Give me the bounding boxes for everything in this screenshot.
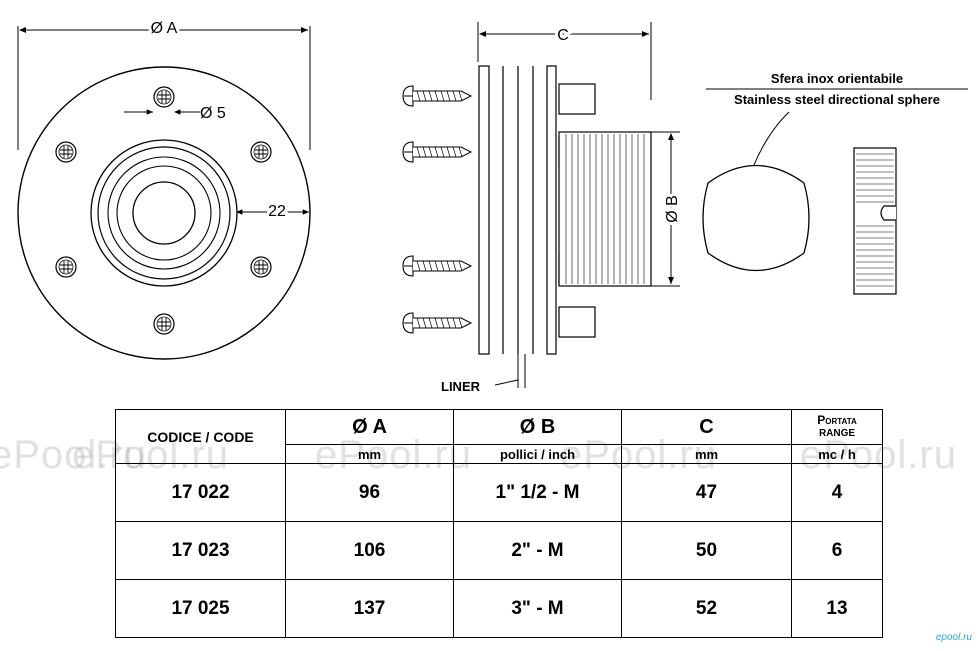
cell-code: 17 022	[115, 463, 286, 522]
sphere-detail: Sfera inox orientabile Stainless steel d…	[702, 71, 968, 295]
technical-drawing: Ø A Ø 5 22 C	[17, 17, 968, 394]
table-row: 17 025 137 3" - M 52 13	[115, 579, 883, 638]
unit-range: mc / h	[791, 444, 883, 464]
header-code: CODICE / CODE	[115, 409, 286, 464]
diam-5-label: Ø 5	[200, 105, 226, 122]
sphere-label-it: Sfera inox orientabile	[771, 71, 903, 86]
header-range-line1: Portata	[817, 413, 857, 427]
cell-range: 4	[791, 463, 883, 522]
dim-c-label: C	[557, 27, 569, 44]
cell-diam-a: 96	[285, 463, 454, 522]
table-row: 17 022 96 1" 1/2 - M 47 4	[115, 463, 883, 522]
cell-c: 47	[621, 463, 792, 522]
unit-diam-b: pollici / inch	[453, 444, 622, 464]
cell-code: 17 023	[115, 521, 286, 580]
side-view: C LINER	[402, 22, 684, 394]
cell-diam-b: 1" 1/2 - M	[453, 463, 622, 522]
header-range-line2: range	[818, 428, 856, 439]
unit-diam-a: mm	[285, 444, 454, 464]
cell-range: 6	[791, 521, 883, 580]
header-diam-b: Ø B	[453, 409, 622, 445]
spec-table: CODICE / CODE Ø A Ø B C Portata range mm…	[115, 409, 883, 638]
diam-a-label: Ø A	[151, 20, 178, 37]
diam-b-label: Ø B	[664, 195, 681, 223]
cell-code: 17 025	[115, 579, 286, 638]
corner-mark: epool.ru	[935, 632, 972, 643]
cell-diam-b: 2" - M	[453, 521, 622, 580]
header-range: Portata range	[791, 409, 883, 445]
header-diam-a: Ø A	[285, 409, 454, 445]
table-row: 17 023 106 2" - M 50 6	[115, 521, 883, 580]
cell-range: 13	[791, 579, 883, 638]
cell-diam-b: 3" - M	[453, 579, 622, 638]
cell-diam-a: 106	[285, 521, 454, 580]
unit-c: mm	[621, 444, 792, 464]
header-c: C	[621, 409, 792, 445]
cell-c: 50	[621, 521, 792, 580]
dim-22-label: 22	[268, 203, 286, 220]
cell-diam-a: 137	[285, 579, 454, 638]
front-view: Ø A Ø 5 22	[17, 17, 311, 360]
sphere-label-en: Stainless steel directional sphere	[734, 92, 940, 107]
cell-c: 52	[621, 579, 792, 638]
liner-label: LINER	[441, 379, 481, 394]
